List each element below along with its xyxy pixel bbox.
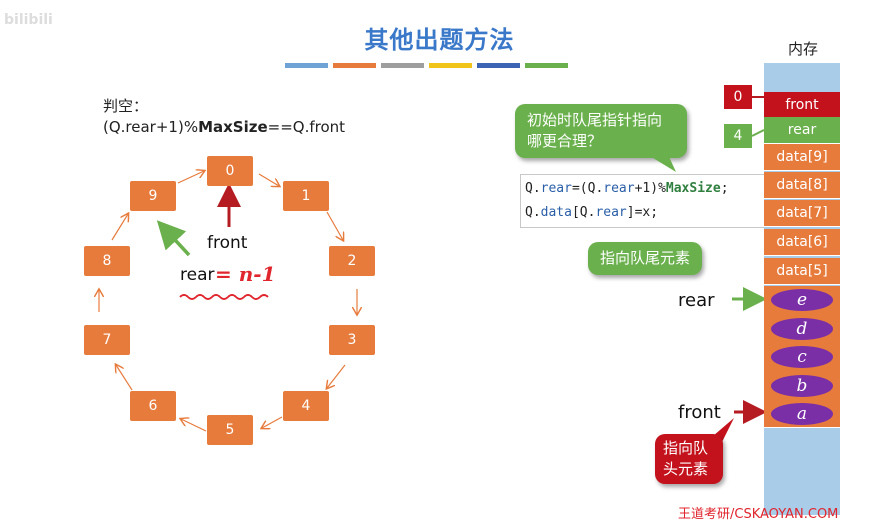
ring-node: 8 bbox=[84, 246, 130, 276]
stripe-2 bbox=[333, 63, 376, 68]
stripe-5 bbox=[477, 63, 520, 68]
queue-element: a bbox=[771, 403, 833, 425]
expr-part-a: (Q.rear+1)% bbox=[103, 118, 199, 136]
ring-node: 2 bbox=[329, 246, 375, 276]
memory-cell-data6: data[6] bbox=[764, 229, 840, 256]
rear-handwritten-note: = n-1 bbox=[215, 262, 276, 286]
rear-index-badge: 4 bbox=[724, 124, 752, 148]
code-line-2: Q.data[Q.rear]=x; bbox=[525, 205, 659, 220]
empty-check-expression: (Q.rear+1)%MaxSize==Q.front bbox=[103, 118, 345, 136]
expr-maxsize: MaxSize bbox=[198, 118, 268, 136]
ring-node: 1 bbox=[283, 181, 329, 211]
front-index-badge: 0 bbox=[724, 85, 752, 109]
memory-cell-front: front bbox=[764, 92, 840, 119]
front-pointer-label: front bbox=[207, 233, 248, 253]
expr-part-b: ==Q.front bbox=[267, 118, 346, 136]
queue-element: d bbox=[771, 318, 833, 340]
code-snippet: Q.rear=(Q.rear+1)%MaxSize; Q.data[Q.rear… bbox=[520, 174, 766, 228]
ring-node: 0 bbox=[207, 156, 253, 186]
ring-node: 3 bbox=[329, 325, 375, 355]
ring-node: 7 bbox=[84, 325, 130, 355]
ring-node: 6 bbox=[130, 391, 176, 421]
question-bubble-tail bbox=[640, 150, 676, 172]
title-stripes bbox=[285, 63, 568, 68]
stripe-1 bbox=[285, 63, 328, 68]
bilibili-watermark: bilibili bbox=[4, 12, 53, 28]
memory-front-label: front bbox=[678, 402, 721, 423]
rear-pointer-label: rear bbox=[180, 265, 215, 285]
slide-title: 其他出题方法 bbox=[364, 26, 515, 54]
queue-element: e bbox=[771, 289, 833, 311]
stripe-6 bbox=[525, 63, 568, 68]
ring-node: 4 bbox=[283, 391, 329, 421]
point-front-bubble: 指向队头元素 bbox=[655, 434, 723, 484]
memory-cell-data7: data[7] bbox=[764, 200, 840, 227]
stripe-4 bbox=[429, 63, 472, 68]
queue-element: b bbox=[771, 375, 833, 397]
memory-cell-data5: data[5] bbox=[764, 258, 840, 285]
stripe-3 bbox=[381, 63, 424, 68]
memory-cell-rear: rear bbox=[764, 117, 840, 144]
empty-check-label: 判空： bbox=[103, 97, 149, 115]
ring-node: 9 bbox=[130, 181, 176, 211]
memory-cell-data9: data[9] bbox=[764, 144, 840, 171]
memory-cell-data8: data[8] bbox=[764, 172, 840, 199]
memory-header: 内存 bbox=[788, 40, 819, 58]
ring-node: 5 bbox=[207, 415, 253, 445]
point-rear-bubble: 指向队尾元素 bbox=[588, 242, 703, 275]
memory-rear-label: rear bbox=[678, 290, 715, 311]
queue-element: c bbox=[771, 346, 833, 368]
question-bubble: 初始时队尾指针指向哪更合理？ bbox=[515, 104, 687, 158]
code-line-1: Q.rear=(Q.rear+1)%MaxSize; bbox=[525, 181, 729, 196]
